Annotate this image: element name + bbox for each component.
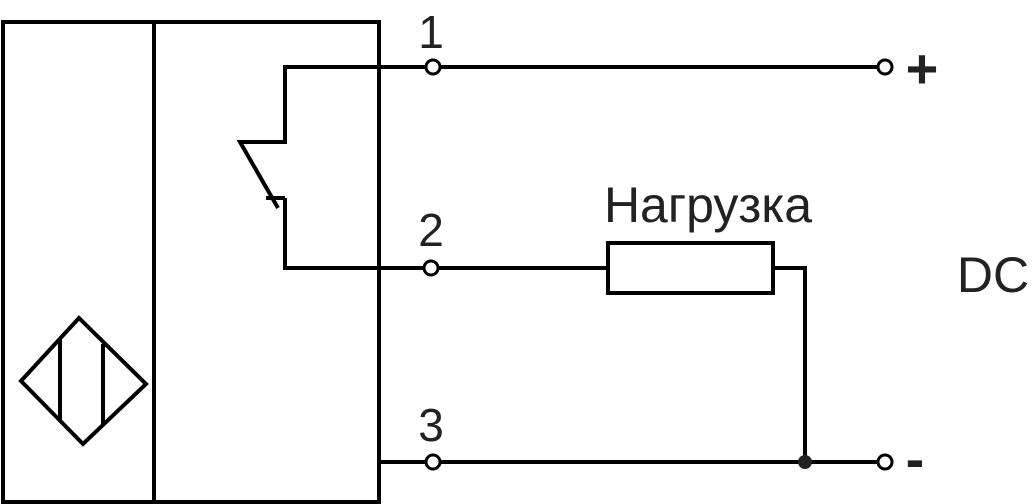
terminal-plus xyxy=(876,58,894,76)
terminal-1 xyxy=(424,58,442,76)
inductive-sensor-icon xyxy=(18,315,149,447)
terminal-3 xyxy=(424,453,442,471)
wire-load-return xyxy=(773,266,807,462)
terminal-2-label: 2 xyxy=(418,204,444,256)
dc-label: DC xyxy=(957,247,1029,303)
plus-label: + xyxy=(906,37,939,100)
terminal-1-label: 1 xyxy=(418,6,444,58)
sensor-body xyxy=(1,20,381,504)
load-label: Нагрузка xyxy=(604,177,812,233)
junction-dot xyxy=(798,455,812,469)
terminal-2 xyxy=(422,259,440,277)
terminal-minus xyxy=(876,453,894,471)
minus-label: - xyxy=(906,427,925,490)
load-resistor xyxy=(606,241,775,295)
terminal-3-label: 3 xyxy=(418,399,444,451)
switch-contact-icon xyxy=(236,65,433,270)
